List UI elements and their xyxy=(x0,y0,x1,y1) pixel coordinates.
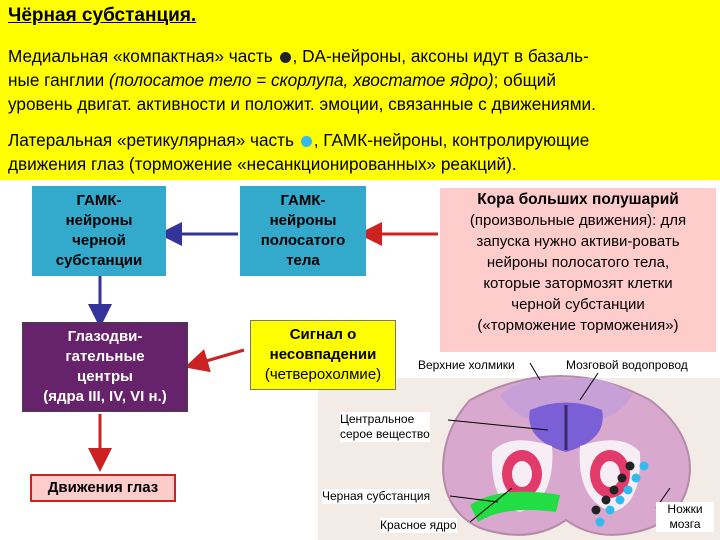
box-cerebral-cortex: Кора больших полушарий (произвольные дви… xyxy=(440,188,716,352)
paragraph-medial-line-1: Медиальная «компактная» часть , DA-нейро… xyxy=(8,46,589,66)
label-aqueduct: Мозговой водопровод xyxy=(566,358,688,373)
light-dot xyxy=(615,495,625,505)
arrow-mismatch-to-oculomotor xyxy=(184,348,245,373)
dark-dot xyxy=(601,495,611,505)
box-text-line: центры xyxy=(77,368,133,385)
paragraph-lateral-line-1: Латеральная «ретикулярная» часть , ГАМК-… xyxy=(8,130,590,150)
label-superior-colliculi: Верхние холмики xyxy=(418,358,515,373)
label-line: мозга xyxy=(669,517,701,531)
cortex-line: («торможение торможения») xyxy=(477,317,679,334)
cortex-line: запуска нужно активи-ровать xyxy=(476,233,680,250)
box-text-line: черной xyxy=(72,232,126,249)
pointer-central-gray xyxy=(447,419,549,431)
light-dot xyxy=(605,505,615,515)
dark-dot xyxy=(617,473,627,483)
box-text-line: тела xyxy=(286,252,320,269)
cortex-line: нейроны полосатого тела, xyxy=(486,254,670,271)
box-text-line: несовпадении xyxy=(269,346,377,363)
pointer-red-nucleus xyxy=(469,487,513,523)
box-text-line: нейроны xyxy=(269,212,337,229)
box-text-line: нейроны xyxy=(65,212,133,229)
cortex-line: (произвольные движения): для xyxy=(469,212,687,229)
label-line: Ножки xyxy=(667,502,703,516)
box-text-line: Сигнал о xyxy=(289,326,357,343)
light-dot-icon xyxy=(300,136,312,147)
box-mismatch-signal: Сигнал о несовпадении (четверохолмие) xyxy=(250,320,396,390)
box-text-line: ГАМК- xyxy=(280,192,326,209)
dark-dot xyxy=(591,505,601,515)
pointer-substantia-nigra xyxy=(449,495,499,503)
light-dot xyxy=(595,517,605,527)
box-text-line: Глазодви- xyxy=(67,328,143,345)
dark-dot-icon xyxy=(279,52,291,63)
box-text-line: Движения глаз xyxy=(47,479,159,496)
paragraph-medial: Медиальная «компактная» часть , DA-нейро… xyxy=(8,44,714,116)
light-dot xyxy=(631,473,641,483)
box-text-line: ГАМК- xyxy=(76,192,122,209)
label-line: Центральное xyxy=(340,412,415,426)
box-text-line: гательные xyxy=(65,348,145,365)
paragraph-medial-line-2: ные ганглии (полосатое тело = скорлупа, … xyxy=(8,70,556,90)
paragraph-medial-line-3: уровень двигат. активности и положит. эм… xyxy=(8,94,596,114)
box-text-line: (ядра III, IV, VI н.) xyxy=(43,388,167,405)
label-cerebral-peduncles: Ножки мозга xyxy=(656,502,714,532)
substantia-nigra-shape xyxy=(470,491,560,522)
box-oculomotor-centers: Глазодви- гательные центры (ядра III, IV… xyxy=(22,322,188,412)
dark-dot xyxy=(625,461,635,471)
label-central-gray: Центральное серое вещество xyxy=(340,412,430,442)
red-nucleus-left-core xyxy=(512,461,532,487)
neuron-dots xyxy=(591,461,649,527)
light-dot xyxy=(623,485,633,495)
label-substantia-nigra: Черная субстанция xyxy=(322,489,431,504)
paragraph-lateral: Латеральная «ретикулярная» часть , ГАМК-… xyxy=(8,128,714,176)
paragraph-lateral-line-2: движения глаз (торможение «несанкциониро… xyxy=(8,154,517,174)
box-gaba-substantia-nigra: ГАМК- нейроны черной субстанции xyxy=(32,186,166,276)
label-line: серое вещество xyxy=(340,427,430,441)
page-title: Чёрная субстанция. xyxy=(8,5,197,26)
cortex-line: которые затормозят клетки xyxy=(483,275,673,292)
box-text-line: (четверохолмие) xyxy=(264,366,382,383)
light-dot xyxy=(639,461,649,471)
pointer-aqueduct xyxy=(579,369,601,401)
box-gaba-striatum: ГАМК- нейроны полосатого тела xyxy=(240,186,366,276)
red-nucleus-right-core xyxy=(600,461,620,487)
box-text-line: полосатого xyxy=(260,232,346,249)
dark-dot xyxy=(609,485,619,495)
box-eye-movements: Движения глаз xyxy=(30,474,176,502)
box-text-line: субстанции xyxy=(55,252,143,269)
pointer-superior-colliculi xyxy=(529,362,541,381)
header-banner xyxy=(0,0,720,180)
cortex-line: черной субстанции xyxy=(511,296,645,313)
cortex-title: Кора больших полушарий xyxy=(477,191,679,208)
label-red-nucleus: Красное ядро xyxy=(380,518,457,533)
